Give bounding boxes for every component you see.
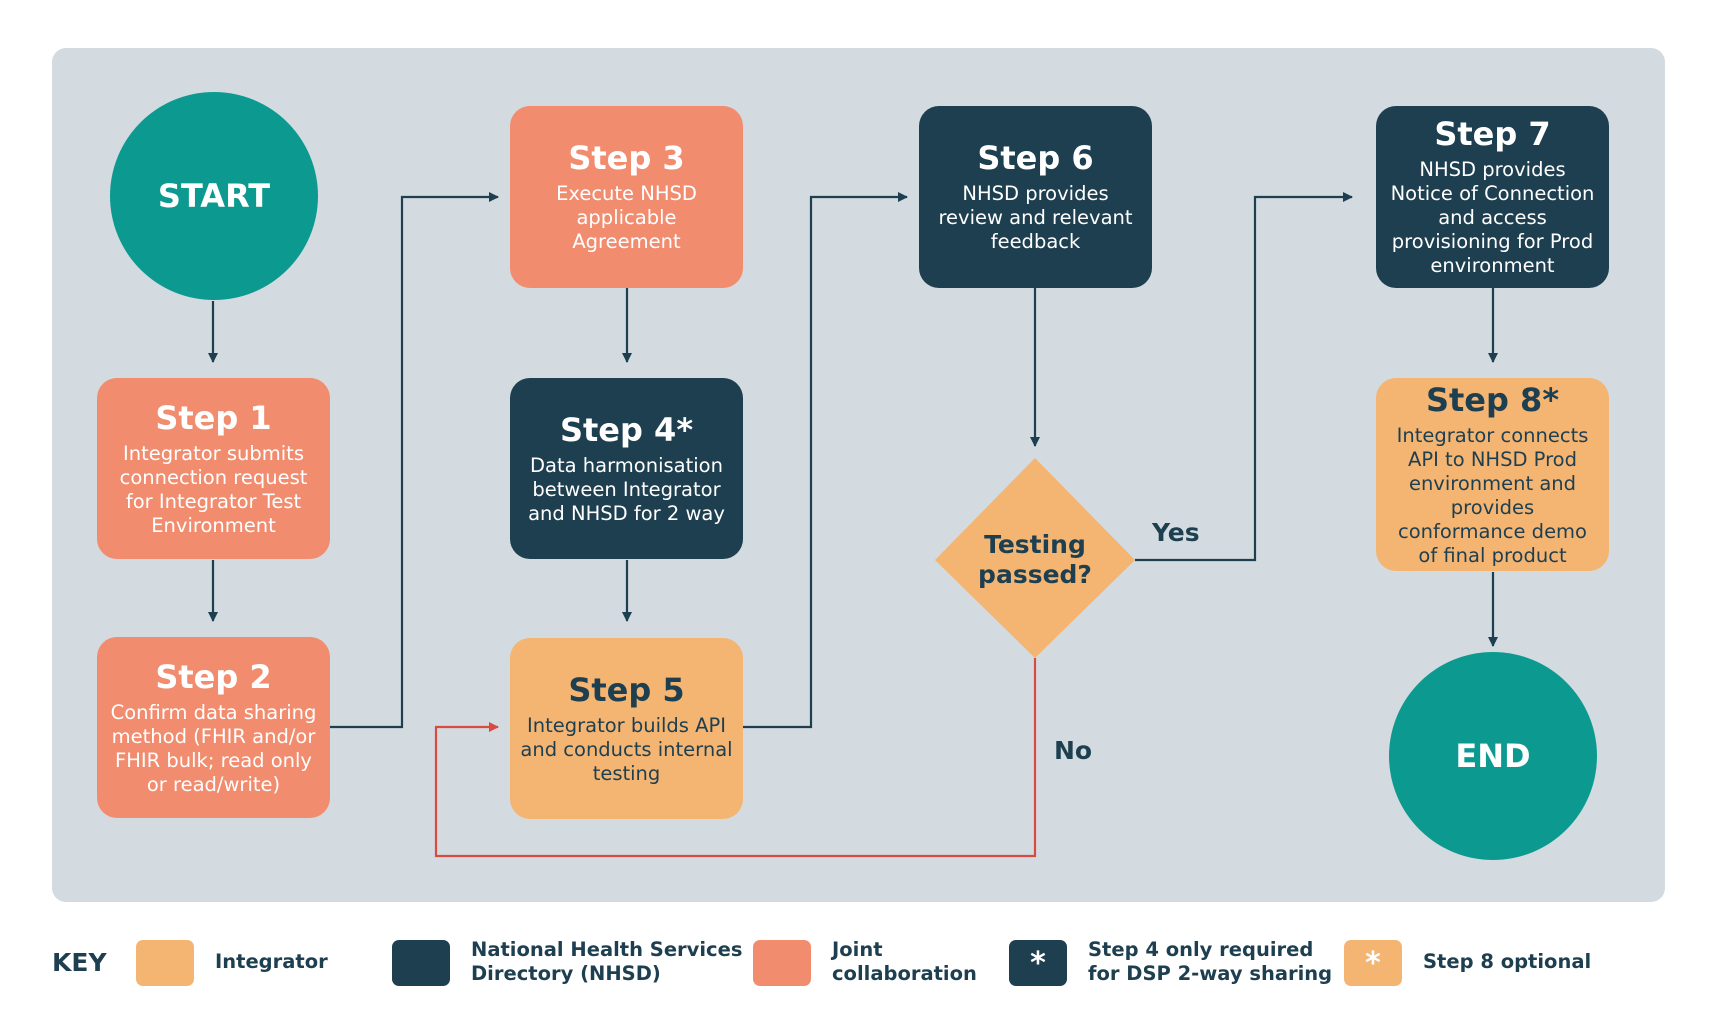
decision-diamond (935, 458, 1135, 658)
key-swatch-step4-note: * (1009, 940, 1067, 986)
key-label-nhsd: National Health Services Directory (NHSD… (471, 938, 743, 985)
step-8-box: Step 8* Integrator connects API to NHSD … (1376, 378, 1609, 571)
step-4-box: Step 4* Data harmonisation between Integ… (510, 378, 743, 559)
step-8-description: Integrator connects API to NHSD Prod env… (1396, 423, 1589, 567)
key-label-step8-note: Step 8 optional (1423, 950, 1592, 973)
start-label: START (157, 177, 271, 215)
step-6-box: Step 6 NHSD provides review and relevant… (919, 106, 1152, 288)
step-3-title: Step 3 (568, 139, 685, 177)
key-label-step4-note: Step 4 only required for DSP 2-way shari… (1088, 938, 1333, 985)
arrow-step5-to-step6 (743, 192, 908, 729)
key-swatch-step8-note: * (1344, 940, 1402, 986)
start-node: START (110, 92, 318, 300)
key-swatch-nhsd (392, 940, 450, 986)
end-node: END (1389, 652, 1597, 860)
step-1-title: Step 1 (155, 398, 272, 437)
step-5-box: Step 5 Integrator builds API and conduct… (510, 638, 743, 819)
key-swatch-joint (753, 940, 811, 986)
step-5-description: Integrator builds API and conducts inter… (520, 713, 733, 785)
asterisk-icon: * (1365, 945, 1381, 981)
key-title: KEY (52, 948, 107, 977)
key-swatch-integrator (136, 940, 194, 986)
step-3-description: Execute NHSD applicable Agreement (556, 182, 697, 253)
step-6-title: Step 6 (977, 139, 1094, 177)
step-5-title: Step 5 (568, 670, 685, 709)
asterisk-icon: * (1030, 945, 1046, 981)
arrow-step2-to-step3 (330, 192, 499, 729)
yes-label: Yes (1152, 518, 1200, 547)
step-3-box: Step 3 Execute NHSD applicable Agreement (510, 106, 743, 288)
key-label-joint: Joint collaboration (832, 938, 977, 985)
step-2-title: Step 2 (155, 657, 272, 696)
step-2-box: Step 2 Confirm data sharing method (FHIR… (97, 637, 330, 818)
step-6-description: NHSD provides review and relevant feedba… (938, 182, 1133, 253)
no-label: No (1054, 736, 1093, 765)
arrow-decision-yes-to-step7 (1135, 192, 1353, 562)
step-2-description: Confirm data sharing method (FHIR and/or… (110, 700, 317, 796)
step-1-description: Integrator submits connection request fo… (119, 441, 308, 537)
step-4-title: Step 4* (559, 410, 694, 449)
key-label-integrator: Integrator (215, 950, 328, 973)
arrow-decision-no-to-step5 (434, 658, 1037, 858)
decision-label: Testing passed? (978, 530, 1092, 589)
step-4-description: Data harmonisation between Integrator an… (528, 453, 725, 525)
step-7-title: Step 7 (1434, 115, 1551, 153)
step-8-title: Step 8* (1425, 380, 1560, 419)
end-label: END (1455, 737, 1531, 775)
step-1-box: Step 1 Integrator submits connection req… (97, 378, 330, 559)
step-7-box: Step 7 NHSD provides Notice of Connectio… (1376, 106, 1609, 288)
step-7-description: NHSD provides Notice of Connection and a… (1390, 158, 1595, 277)
